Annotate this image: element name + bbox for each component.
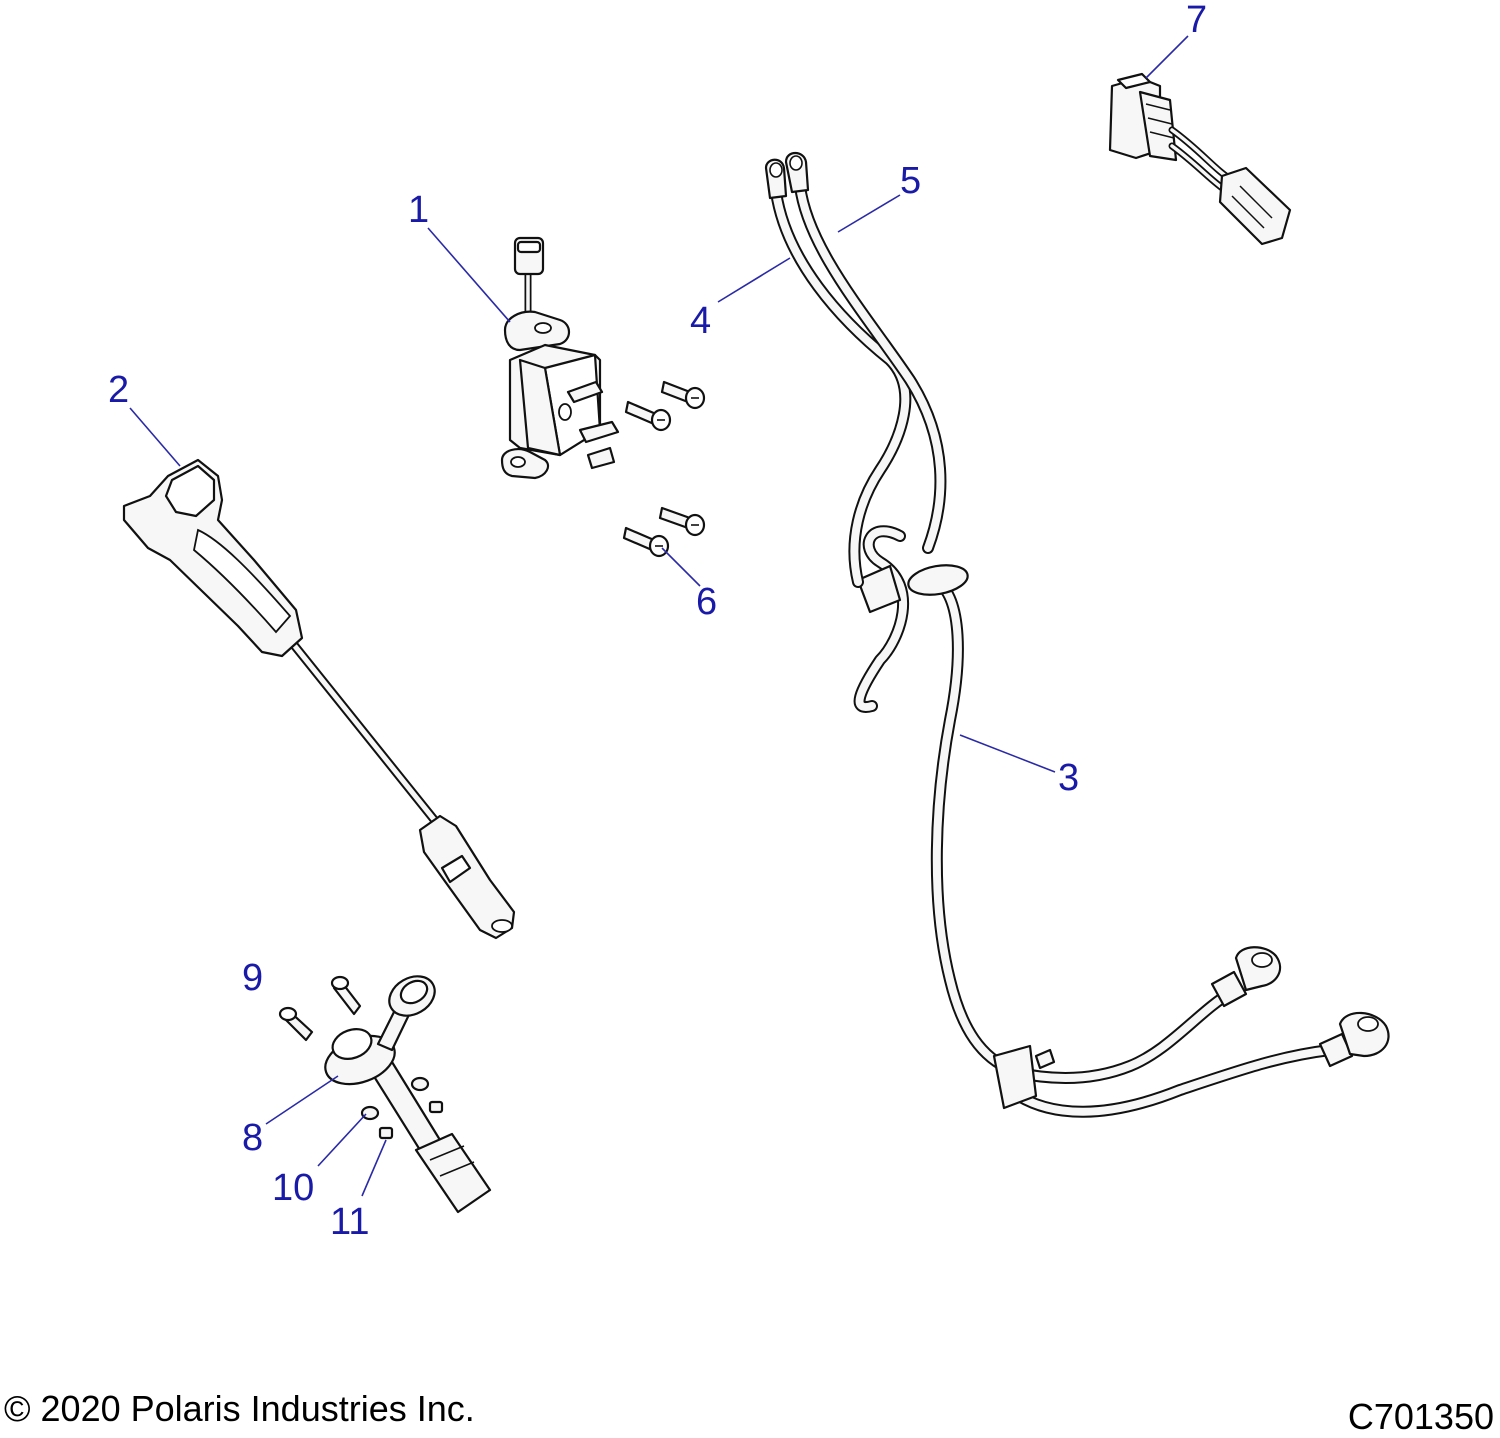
part-7-connector-harness [1108,72,1292,246]
callout-3: 3 [1058,757,1079,799]
callout-7: 7 [1186,0,1207,41]
leader-8 [265,1075,339,1125]
callout-2: 2 [108,369,129,411]
leader-lines [129,35,1189,1197]
screw-6a [660,380,706,410]
part-2-handle-grip [122,458,516,940]
leader-7 [1145,35,1189,79]
part-10-washers [360,1076,430,1121]
leader-4 [717,257,791,303]
leader-5 [837,194,901,233]
callout-10: 10 [272,1167,314,1209]
leader-2 [129,407,181,467]
part-3-main-harness [853,525,1390,1118]
part-9-bolts [278,975,362,1042]
leader-11 [361,1139,387,1197]
callout-5: 5 [900,160,921,202]
screw-6d [622,526,670,558]
screw-6c [658,506,706,537]
callout-11: 11 [330,1201,369,1243]
callout-6: 6 [696,581,717,623]
part-8-sensor [324,975,492,1214]
figure-code: C701350 [1347,1396,1494,1437]
callout-9: 9 [242,957,263,999]
screw-6b [624,400,672,432]
part-1-relay [500,236,620,480]
part-4-cable [764,158,912,588]
part-6-screws [622,380,706,558]
part-11-nuts [378,1100,444,1140]
leader-3 [959,734,1056,773]
leader-6 [661,547,701,587]
part-5-cable [784,151,947,554]
copyright-notice: © 2020 Polaris Industries Inc. [4,1388,475,1429]
callout-1: 1 [408,189,429,231]
callout-4: 4 [690,300,711,342]
leader-10 [317,1113,367,1167]
callout-labels: 1 2 3 4 5 6 7 8 9 10 11 [108,0,1207,1243]
callout-8: 8 [242,1117,263,1159]
leader-1 [427,227,511,323]
